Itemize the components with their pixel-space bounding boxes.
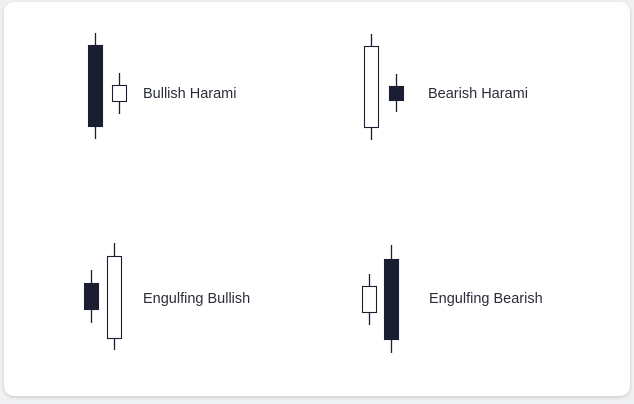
bearish-harami-mother-candle [363,34,380,140]
engulfing-bullish-engulfing-candle [106,243,123,350]
engulfing-bearish-label: Engulfing Bearish [429,291,543,307]
bearish-harami-pattern [363,34,405,140]
engulfing-bearish-engulfing-candle [383,245,400,353]
bullish-harami-inside-candle [111,73,128,114]
engulfing-bullish-label: Engulfing Bullish [143,291,251,307]
candle-body-bullish [363,45,380,129]
candle-body-bearish [388,85,405,102]
bearish-harami-label: Bearish Harami [428,86,528,102]
bullish-harami-label: Bullish Harami [143,86,237,102]
bearish-harami-inside-candle [388,74,405,112]
candle-body-bullish [106,255,123,340]
engulfing-bearish-pattern [361,245,400,353]
bullish-harami-mother-candle [87,33,104,139]
candle-body-bearish [83,282,100,311]
candle-body-bullish [361,285,378,314]
candle-body-bearish [383,258,400,341]
candles-layer [83,33,405,353]
candle-body-bullish [111,84,128,103]
engulfing-bullish-engulfed-candle [83,270,100,323]
candle-body-bearish [87,44,104,128]
engulfing-bullish-pattern [83,243,123,350]
bullish-harami-pattern [87,33,128,139]
engulfing-bearish-engulfed-candle [361,274,378,325]
